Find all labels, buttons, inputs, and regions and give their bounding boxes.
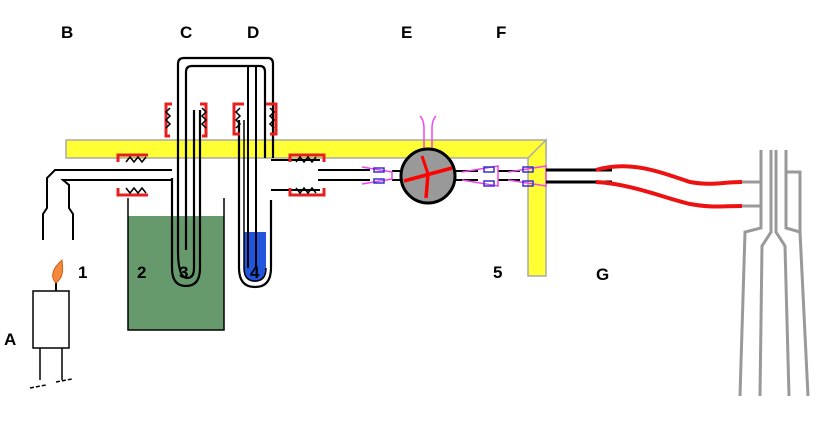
label-5: 5 xyxy=(493,263,502,282)
gas-line xyxy=(122,159,520,191)
valve-E xyxy=(399,115,457,205)
apparatus-G xyxy=(738,150,810,397)
label-3: 3 xyxy=(179,263,188,282)
valve-inlet-wires xyxy=(419,115,437,150)
support-bar-vertical xyxy=(527,138,547,277)
label-2: 2 xyxy=(137,263,146,282)
bath-walls xyxy=(127,198,225,331)
trap-D xyxy=(237,66,273,289)
hose-lower xyxy=(595,180,743,209)
bath-liquid xyxy=(128,216,224,330)
label-F: F xyxy=(496,23,506,42)
connector-2 xyxy=(461,165,499,187)
inlet-tube xyxy=(42,169,122,240)
label-E: E xyxy=(401,23,412,42)
clamp-C-top xyxy=(164,102,208,138)
label-A: A xyxy=(4,330,16,349)
label-D: D xyxy=(247,23,259,42)
clamp-right xyxy=(288,153,326,197)
connector-1 xyxy=(361,166,393,185)
flame-icon xyxy=(52,258,64,284)
u-tube-C xyxy=(170,56,275,288)
burner xyxy=(29,258,73,389)
clamps xyxy=(116,102,326,197)
label-G: G xyxy=(596,265,609,284)
label-C: C xyxy=(180,23,192,42)
valve-stem xyxy=(424,173,430,199)
label-1: 1 xyxy=(78,263,87,282)
clamp-D-top xyxy=(232,102,278,136)
clamp-left xyxy=(116,153,148,197)
label-4: 4 xyxy=(250,263,260,282)
burner-body xyxy=(32,290,70,349)
hose-upper xyxy=(595,164,743,186)
label-B: B xyxy=(61,23,73,42)
bath-vessel xyxy=(127,198,225,331)
hose-assembly xyxy=(546,164,743,209)
connector-3 xyxy=(507,165,547,187)
